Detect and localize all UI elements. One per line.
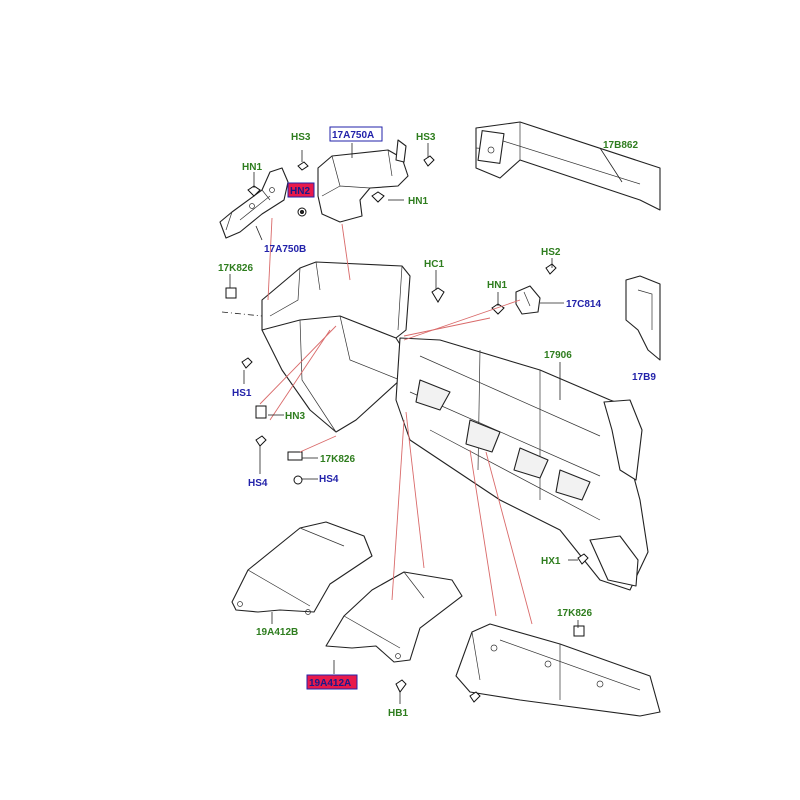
label-19a412b[interactable]: 19A412B (256, 627, 298, 638)
highlight-box-17a750a (329, 126, 383, 142)
label-hn2[interactable]: HN2 (290, 186, 310, 197)
leader-lines (229, 143, 623, 704)
label-17k826-left[interactable]: 17K826 (218, 263, 253, 274)
label-17c814[interactable]: 17C814 (566, 299, 601, 310)
label-17k826-bottom[interactable]: 17K826 (557, 608, 592, 619)
label-hx1[interactable]: HX1 (541, 556, 561, 567)
label-hn1-right[interactable]: HN1 (487, 280, 507, 291)
label-hs4-mid[interactable]: HS4 (319, 474, 339, 485)
label-19a412a[interactable]: 19A412A (309, 678, 351, 689)
label-hn3[interactable]: HN3 (285, 411, 305, 422)
highlight-box-hn2 (287, 182, 315, 198)
label-hs3-left[interactable]: HS3 (291, 132, 311, 143)
label-17b9[interactable]: 17B9 (632, 372, 656, 383)
fasteners (225, 150, 589, 703)
liner-19a412b (231, 521, 373, 615)
beam-17b862 (475, 121, 661, 211)
dashed-axis (221, 311, 263, 317)
label-17906[interactable]: 17906 (544, 350, 572, 361)
bracket-17a750b (219, 167, 289, 239)
label-hb1[interactable]: HB1 (388, 708, 408, 719)
label-hs4-left[interactable]: HS4 (248, 478, 268, 489)
label-hs3-right[interactable]: HS3 (416, 132, 436, 143)
label-17b862[interactable]: 17B862 (603, 140, 638, 151)
label-17k826-mid[interactable]: 17K826 (320, 454, 355, 465)
highlight-box-19a412a (306, 674, 358, 690)
part-labels: HS3 17A750A HS3 17B862 HN1 HN2 HN1 17A75… (218, 130, 656, 719)
bracket-17c814 (515, 285, 541, 315)
label-hn1-top-mid[interactable]: HN1 (408, 196, 428, 207)
label-hs2[interactable]: HS2 (541, 247, 561, 258)
liner-19a412a (325, 571, 463, 663)
bumper-cover-17906 (395, 337, 649, 591)
assembly-lines (259, 217, 533, 625)
label-hn1-top-left[interactable]: HN1 (242, 162, 262, 173)
label-17a750b[interactable]: 17A750B (264, 244, 306, 255)
lower-valance (455, 623, 661, 717)
label-hs1[interactable]: HS1 (232, 388, 252, 399)
label-17a750a[interactable]: 17A750A (332, 130, 374, 141)
bracket-17a750a (317, 139, 409, 223)
bracket-17b9-partial (625, 275, 661, 361)
label-hc1[interactable]: HC1 (424, 259, 444, 270)
